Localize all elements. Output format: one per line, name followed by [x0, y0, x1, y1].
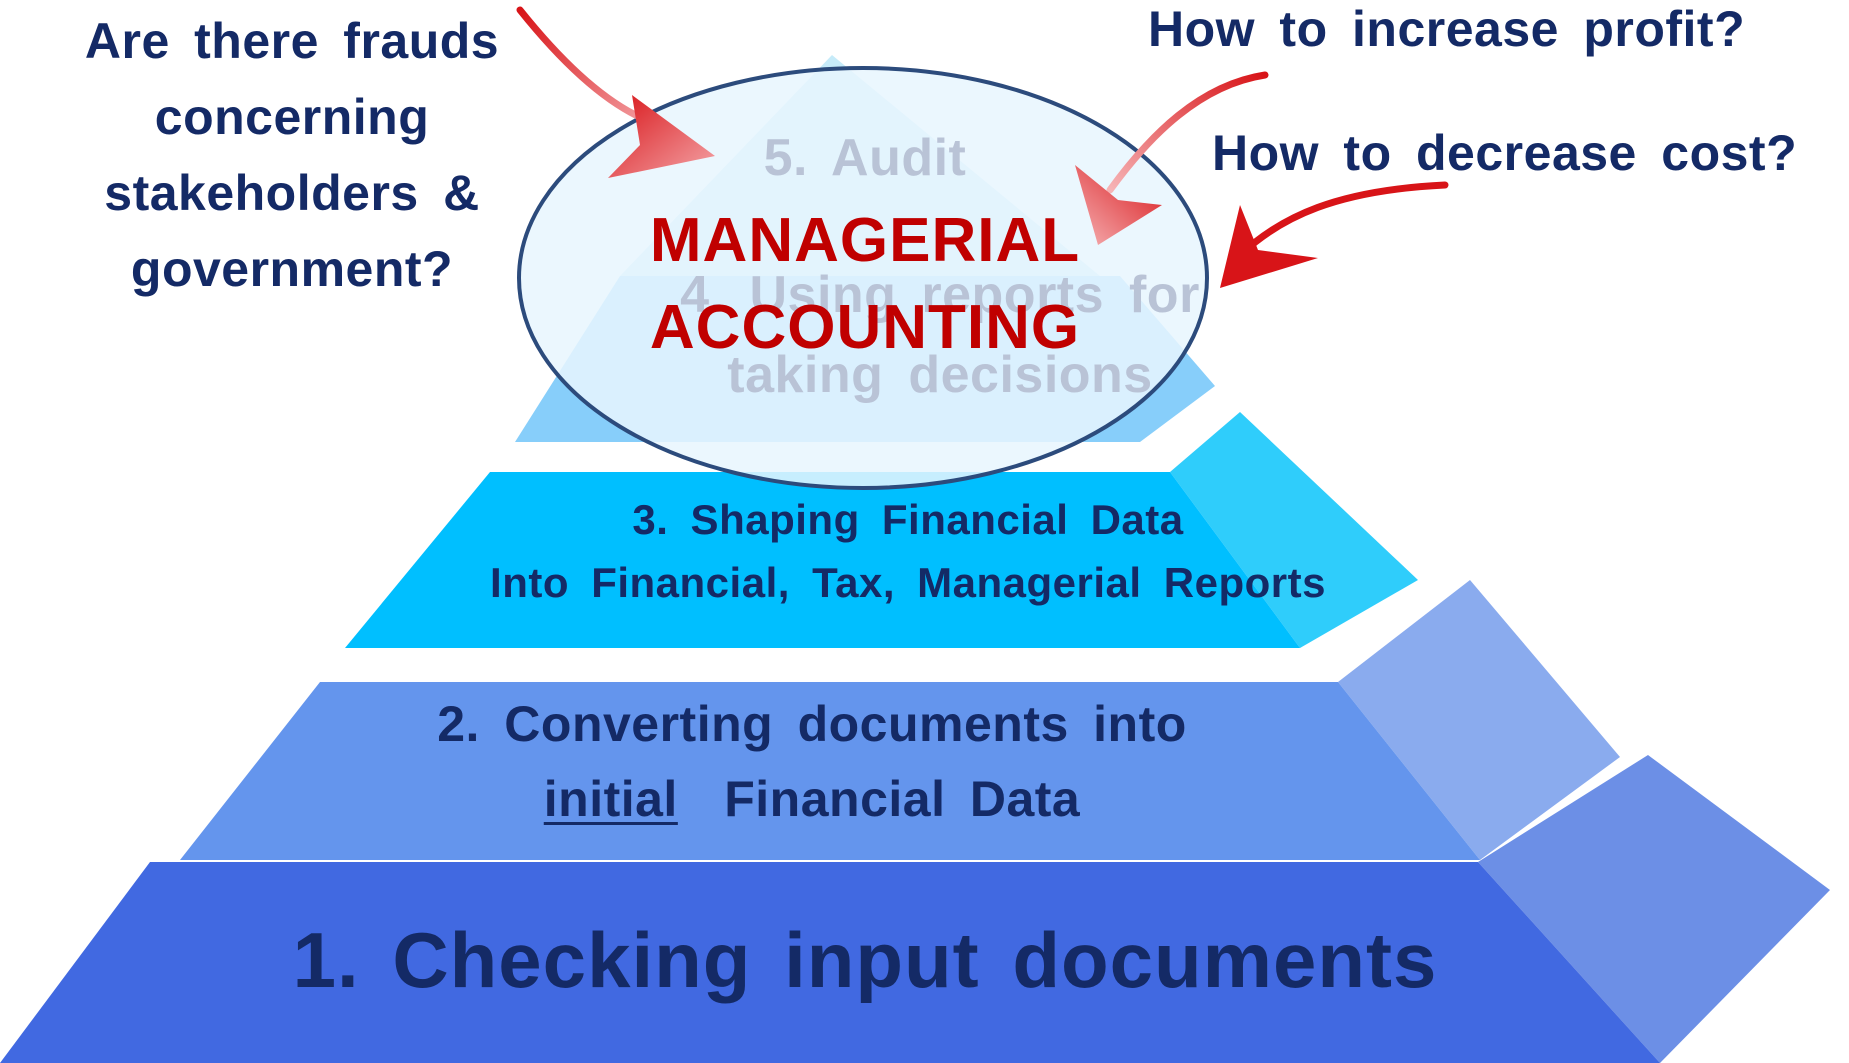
level-2-label-line2: initial Financial Data [544, 770, 1080, 828]
fraud-question-line3: stakeholders & [104, 165, 480, 221]
level-3-block [345, 412, 1418, 648]
highlight-line1: MANAGERIAL [649, 206, 1081, 275]
level-4-label-line2: taking decisions [727, 346, 1153, 404]
cost-arrow-icon [1220, 181, 1449, 288]
level-1-label: 1. Checking input documents [292, 916, 1438, 1004]
level-2-label-line2-rest: Financial Data [724, 771, 1081, 827]
level-1-side [1478, 755, 1830, 1063]
level-3-label-line1: 3. Shaping Financial Data [632, 496, 1184, 543]
level-2-face [180, 682, 1480, 860]
fraud-question-line1: Are there frauds [84, 13, 500, 69]
level-1-block [0, 755, 1830, 1063]
profit-arrow-icon [1075, 71, 1269, 245]
level-2-side [1338, 580, 1620, 860]
highlight-line2: ACCOUNTING [649, 293, 1081, 362]
fraud-question-line4: government? [130, 241, 454, 297]
level-4-label-line1: 4. Using reports for [680, 266, 1200, 324]
cost-question: How to decrease cost? [1212, 125, 1798, 181]
fraud-arrow-icon [516, 6, 715, 178]
fraud-question-line2: concerning [154, 89, 430, 145]
level-1-face [0, 862, 1660, 1063]
profit-question: How to increase profit? [1148, 1, 1746, 57]
level-3-label-line2: Into Financial, Tax, Managerial Reports [490, 559, 1326, 606]
level-2-label-line1: 2. Converting documents into [437, 696, 1187, 752]
level-3-side [1170, 412, 1418, 648]
level-5-label: 5. Audit [763, 129, 967, 187]
level-2-block [180, 580, 1620, 860]
level-3-face [345, 472, 1300, 648]
level-2-underlined-word: initial [543, 771, 678, 827]
managerial-accounting-ellipse [517, 66, 1209, 490]
